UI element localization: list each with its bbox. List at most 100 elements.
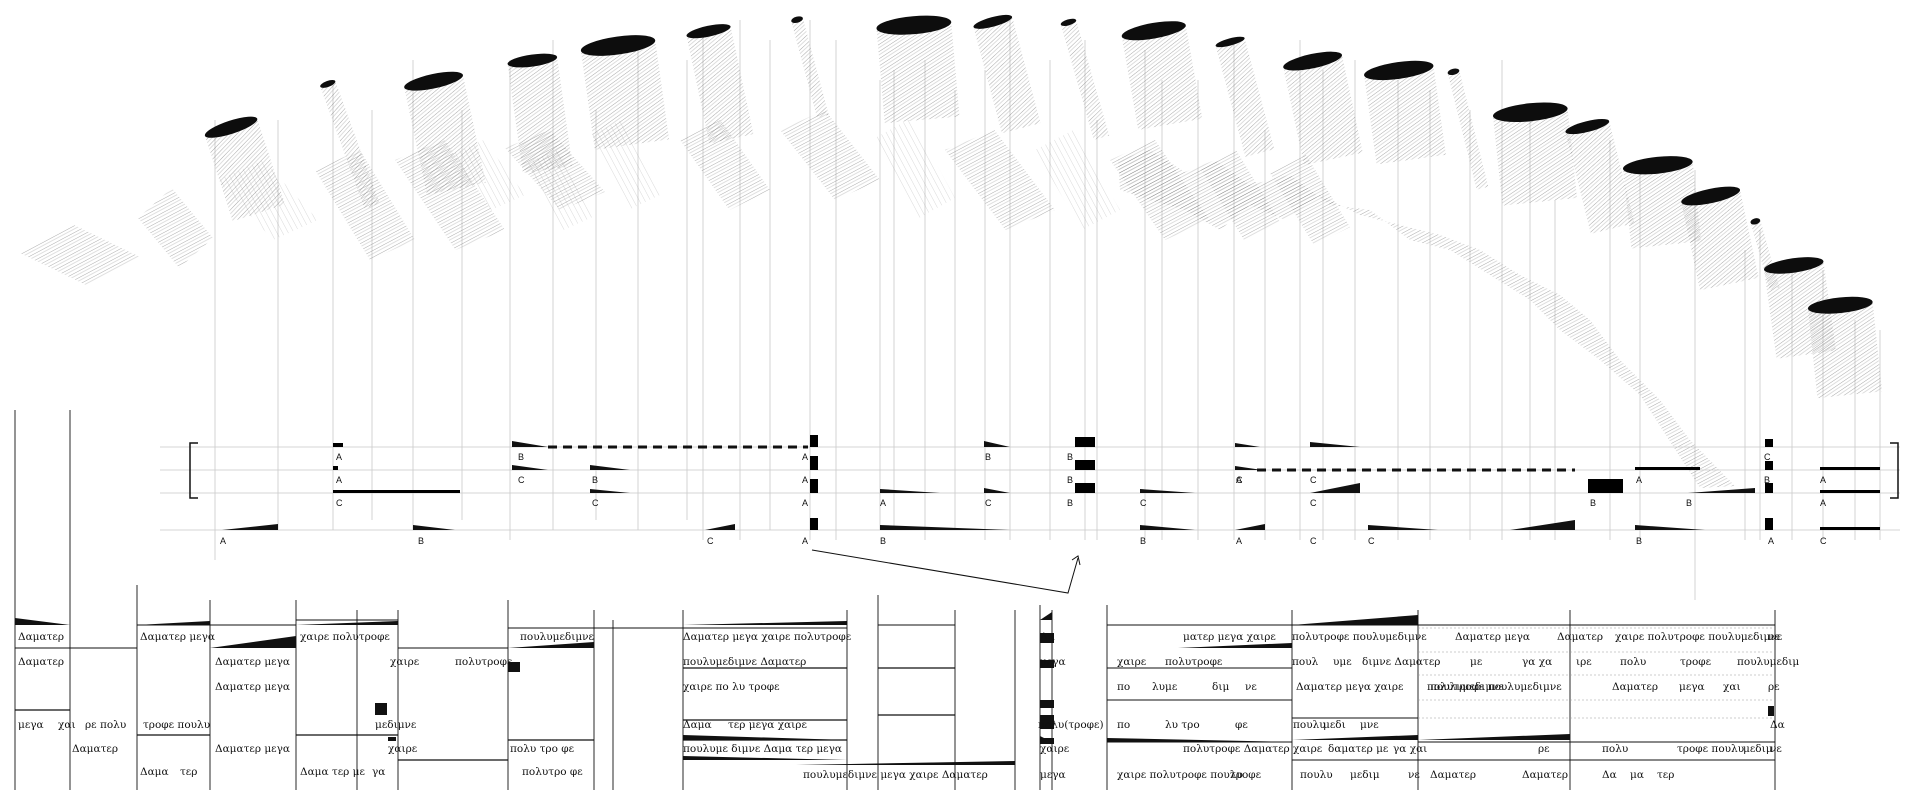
staff-marker: B [518, 452, 524, 462]
lower-wedge [796, 761, 1015, 765]
lower-wedge [1107, 738, 1292, 742]
dynamic-wedge [1688, 488, 1755, 493]
staff-marker: B [880, 536, 886, 546]
staff-marker: A [1820, 475, 1826, 485]
lower-wedge [1292, 615, 1418, 625]
staff-marker: C [1310, 498, 1317, 508]
cylinder-top [1364, 60, 1434, 81]
cylinder-body [1807, 301, 1883, 399]
hatched-cylinder [791, 16, 829, 118]
cylinder-body [204, 118, 286, 222]
dynamic-wedge [705, 524, 735, 530]
dynamic-wedge [590, 489, 630, 493]
hatched-plane [138, 188, 213, 268]
dynamic-wedge [1310, 483, 1360, 493]
syllable: ιρε [1576, 656, 1592, 668]
hatched-cylinder [1364, 60, 1446, 165]
syllable: χαιρε [1040, 743, 1069, 755]
staff-block [333, 443, 343, 447]
dynamic-wedge [512, 465, 548, 470]
staff-marker: A [880, 498, 886, 508]
cylinder-top [1447, 68, 1460, 76]
lower-wedge [1178, 643, 1292, 648]
syllable: νε [1245, 681, 1257, 693]
syllable: Δαματερ μεγα [1455, 631, 1530, 643]
lower-wedge [683, 756, 847, 760]
cylinder-top [580, 35, 656, 56]
cylinder-body [320, 81, 380, 209]
staff-marker: B [1067, 452, 1073, 462]
staff-marker: C [707, 536, 714, 546]
syllable: Δαματερ μεγα χαιρε πολυτροφε [683, 631, 851, 643]
staff-marker: B [1140, 536, 1146, 546]
syllable: πολυ [1620, 656, 1646, 668]
staff-block [1765, 483, 1773, 493]
hatched-cylinder [1807, 296, 1883, 399]
syllable: Δαματερ [1522, 769, 1568, 781]
staff-marker: A [802, 536, 808, 546]
cylinder-top [1750, 218, 1761, 225]
lower-block [388, 737, 396, 741]
staff-block [1075, 460, 1095, 470]
staff-block [810, 479, 818, 493]
cylinder-top [791, 16, 803, 23]
staff-marker: A [1236, 536, 1242, 546]
syllable: Δαματερ μεγα χαιρε [1296, 681, 1404, 693]
syllable: πο [1117, 681, 1130, 693]
hatched-plane [680, 120, 770, 210]
syllable: πολυτροφε Δαματερ [1183, 743, 1290, 755]
dynamic-wedge [1140, 489, 1195, 493]
lower-block [1768, 706, 1774, 716]
syllable: Δα [1770, 719, 1785, 731]
syllable: χαιρε [388, 743, 417, 755]
dynamic-wedge [1140, 525, 1195, 530]
dynamic-wedge [1235, 524, 1265, 530]
syllable: πολυ(τροφε) [1038, 719, 1104, 731]
syllable: διμνε Δαματερ [1362, 656, 1440, 668]
syllable: Δαματερ μεγα [215, 656, 290, 668]
lower-block [1040, 700, 1054, 708]
syllable: πουλυμε διμνε Δαμα τερ μεγα [683, 743, 842, 755]
cylinder-body [1215, 38, 1275, 157]
cylinder-top [320, 79, 336, 88]
staff-bar [1820, 527, 1880, 530]
syllable: μεδιμ [1743, 743, 1773, 755]
syllable: τερ μεγα χαιρε [728, 719, 807, 731]
syllable: νε [1768, 631, 1780, 643]
hatched-cylinder [1215, 36, 1275, 157]
hatched-cylinder [204, 116, 286, 222]
staff-marker: C [1236, 475, 1243, 485]
syllable: πουλυμεδιμνε Δαματερ [683, 656, 806, 668]
lower-wedges [15, 612, 1774, 765]
syllable: χαιρε πολυτροφε πουλυμεδιμνε [1615, 631, 1782, 643]
staff-marker: C [1310, 475, 1317, 485]
cylinder-top [1121, 21, 1186, 41]
lower-block [508, 662, 520, 672]
staff-block [1588, 479, 1623, 493]
syllable: τερ [1657, 769, 1674, 781]
syllable: γα χαι [1393, 743, 1427, 755]
staff-marker: A [1236, 475, 1242, 485]
syllable: τροφε [1680, 656, 1711, 668]
syllable: χαι [58, 719, 76, 731]
lower-block [1040, 660, 1054, 668]
staff-marker: B [592, 475, 598, 485]
syllable: χαιρε πολυτροφε [300, 631, 390, 643]
staff-marker: B [1067, 475, 1073, 485]
syllable: Δαμα [140, 766, 169, 778]
hatched-plane [945, 130, 1055, 230]
syllable: μεγα [1040, 656, 1066, 668]
syllable: πουλυ [1293, 719, 1326, 731]
hatched-forms [20, 14, 1883, 399]
syllable: πολυτρο φε [522, 766, 583, 778]
cylinder-top [1060, 18, 1077, 26]
hatched-plane [875, 118, 955, 218]
cylinder-top [507, 53, 558, 68]
cylinder-top [1807, 296, 1873, 314]
syllable: λυ τρο [1165, 719, 1200, 731]
hatched-cylinder [876, 15, 960, 124]
syllable: Δα [1040, 631, 1055, 643]
staff-bar [1820, 467, 1880, 470]
hatched-cylinder [1681, 186, 1759, 291]
